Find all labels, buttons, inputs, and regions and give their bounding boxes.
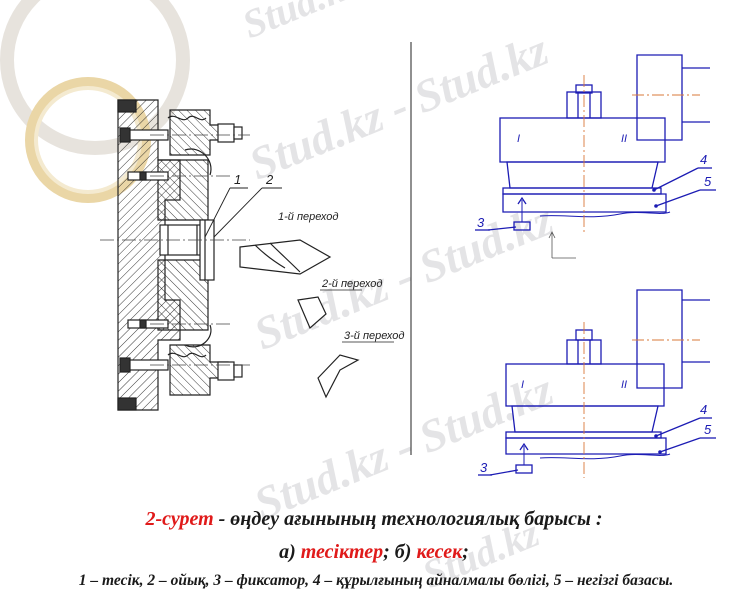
countersink-tool (297, 296, 327, 329)
drill-tool (239, 239, 332, 275)
right-bottom-base-curves (539, 453, 671, 460)
caption-b-prefix: ; б) (383, 541, 417, 563)
step-3-label: 3-й переход (344, 330, 404, 342)
right-top-base-curves (539, 211, 671, 218)
caption-figure-number: 2-сурет (145, 508, 214, 530)
decor-ring-large (0, 0, 190, 155)
left-fixture-drawing (117, 99, 243, 411)
caption-b-piece: кесек (416, 541, 463, 563)
left-center-lines (100, 134, 250, 366)
left-callouts (204, 187, 282, 238)
callout-3-top: 3 (477, 215, 485, 230)
callout-5-bottom: 5 (704, 422, 712, 437)
dot-5-top (654, 204, 658, 208)
callout-4-bottom: 4 (700, 402, 707, 417)
roman-2-top: II (621, 133, 627, 145)
step-1-label: 1-й переход (278, 211, 338, 223)
callout-1: 1 (234, 172, 241, 187)
dot-4-bottom (654, 434, 658, 438)
caption-a-prefix: а) (279, 541, 301, 563)
caption-a-holes: тесіктер (300, 541, 384, 563)
callout-2: 2 (265, 172, 274, 187)
caption-line-1: 2-сурет - өңдеу ағынының технологиялық б… (0, 508, 748, 531)
right-bottom-fixture (478, 289, 716, 476)
technical-drawing: 1 2 1-й переход 2-й переход 3-й переход (100, 42, 716, 478)
caption-title: - өңдеу ағынының технологиялық барысы : (213, 508, 603, 530)
callout-4-top: 4 (700, 152, 707, 167)
roman-1-bottom: I (521, 379, 524, 391)
right-top-axes (583, 75, 700, 232)
dot-4-top (652, 188, 656, 192)
roman-2-bottom: II (621, 379, 627, 391)
callout-3-bottom: 3 (480, 460, 488, 475)
caption-line-2-end: ; (462, 541, 469, 563)
dot-5-bottom (658, 450, 662, 454)
chamfer-tool (317, 354, 360, 399)
roman-1-top: I (517, 133, 520, 145)
caption-line-2: а) тесіктер; б) кесек; (0, 541, 748, 564)
step-2-label: 2-й переход (321, 278, 382, 290)
callout-5-top: 5 (704, 174, 712, 189)
right-top-fixture (475, 54, 716, 231)
caption-legend: 1 – тесік, 2 – ойық, 3 – фиксатор, 4 – қ… (78, 572, 674, 589)
coordinate-sketch (548, 231, 576, 259)
right-bottom-axes (583, 322, 700, 478)
